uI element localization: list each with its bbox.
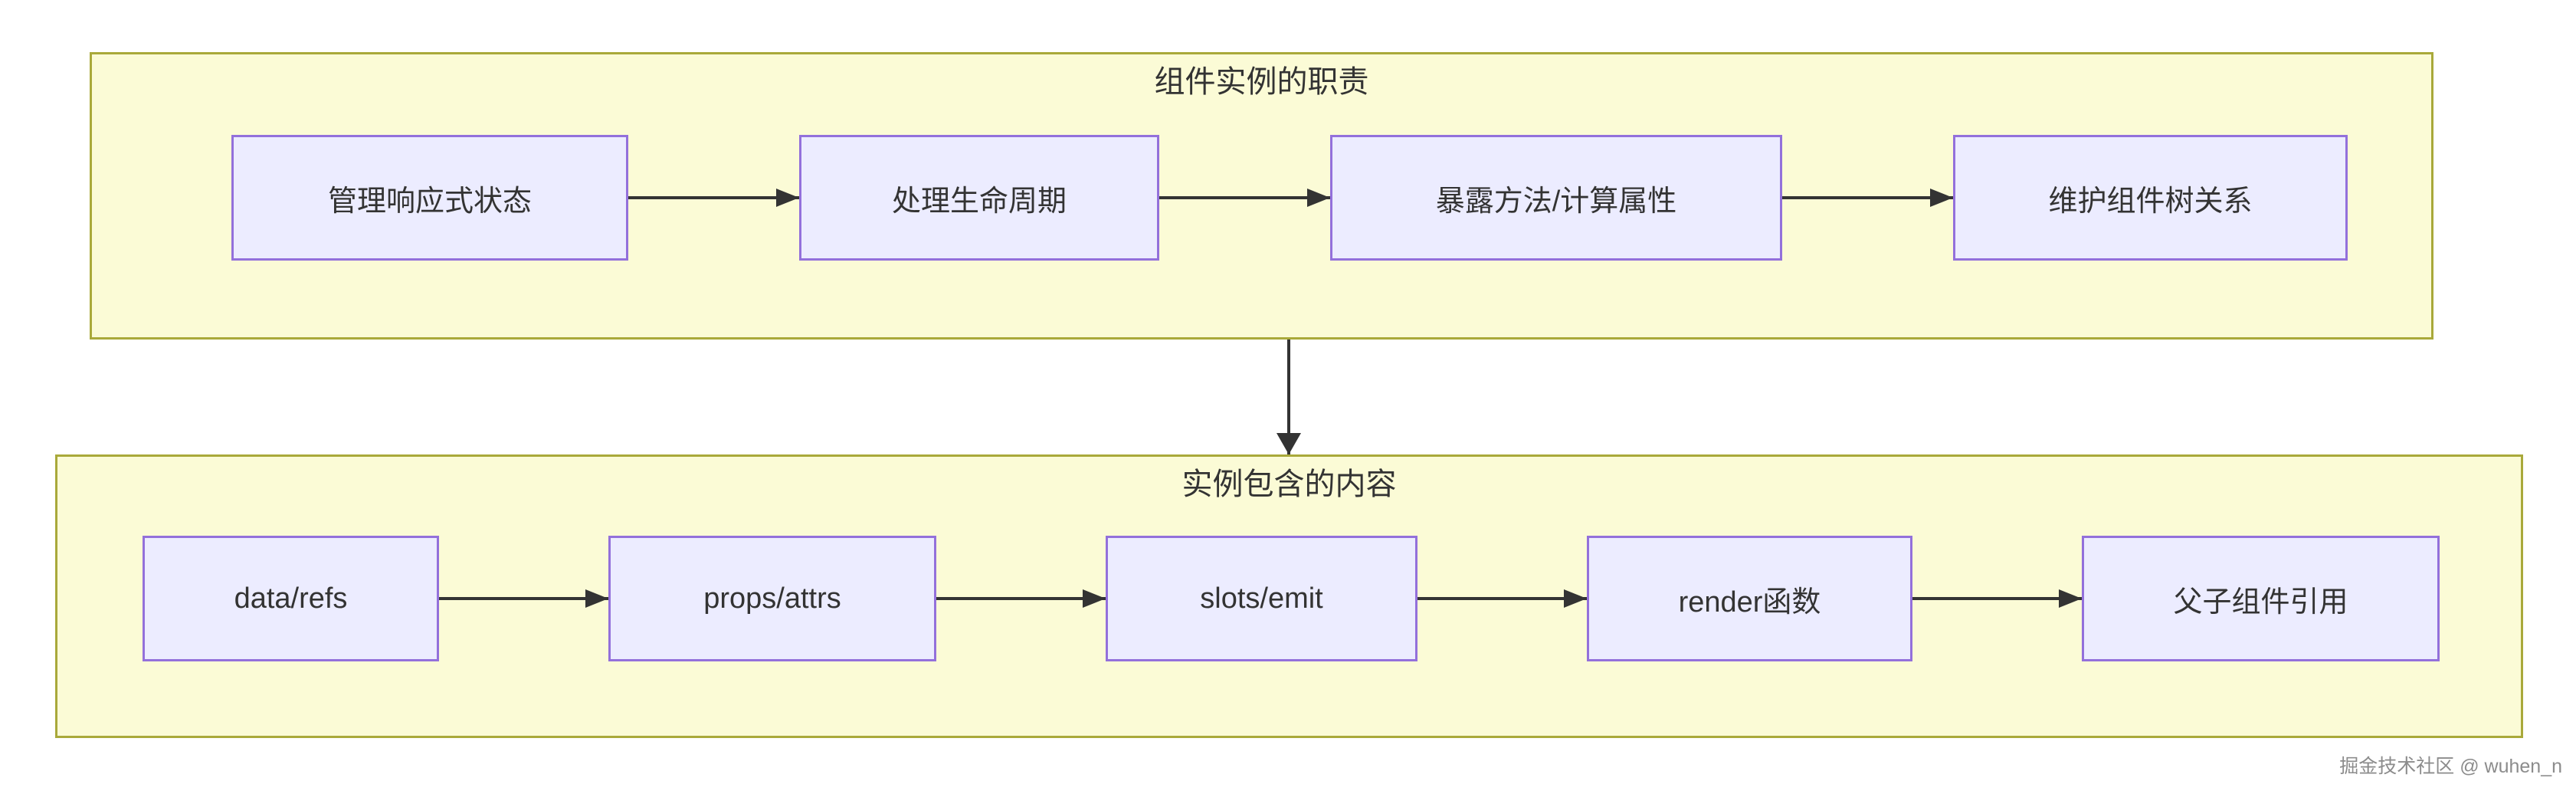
arrow-right-icon (936, 589, 1106, 608)
cluster-title: 实例包含的内容 (1181, 468, 1397, 501)
flow-node: props/attrs (608, 536, 936, 661)
flow-node: 父子组件引用 (2082, 536, 2440, 661)
node-row: 管理响应式状态 处理生命周期 暴露方法/计算属性 维护组件树关系 (92, 135, 2431, 261)
watermark: 掘金技术社区 @ wuhen_n (2339, 756, 2562, 777)
arrow-right-icon (1912, 589, 2082, 608)
cluster-instance-contents: 实例包含的内容 data/refs props/attrs slots/emit re… (55, 454, 2523, 738)
cluster-component-instance-responsibilities: 组件实例的职责 管理响应式状态 处理生命周期 暴露方法/计算属性 维护组件树关系 (90, 52, 2433, 340)
node-row: data/refs props/attrs slots/emit render函数 父子… (57, 536, 2521, 661)
flow-node: render函数 (1587, 536, 1912, 661)
arrow-right-icon (628, 189, 799, 207)
flow-node: 维护组件树关系 (1953, 135, 2348, 261)
arrow-down-icon (1277, 340, 1301, 454)
arrow-right-icon (439, 589, 608, 608)
flow-node: slots/emit (1106, 536, 1417, 661)
arrow-right-icon (1782, 189, 1953, 207)
flow-node: data/refs (143, 536, 439, 661)
flow-node: 管理响应式状态 (231, 135, 628, 261)
arrow-right-icon (1417, 589, 1587, 608)
cluster-title: 组件实例的职责 (1154, 65, 1369, 99)
flow-node: 暴露方法/计算属性 (1330, 135, 1782, 261)
arrow-right-icon (1159, 189, 1330, 207)
flow-node: 处理生命周期 (799, 135, 1159, 261)
